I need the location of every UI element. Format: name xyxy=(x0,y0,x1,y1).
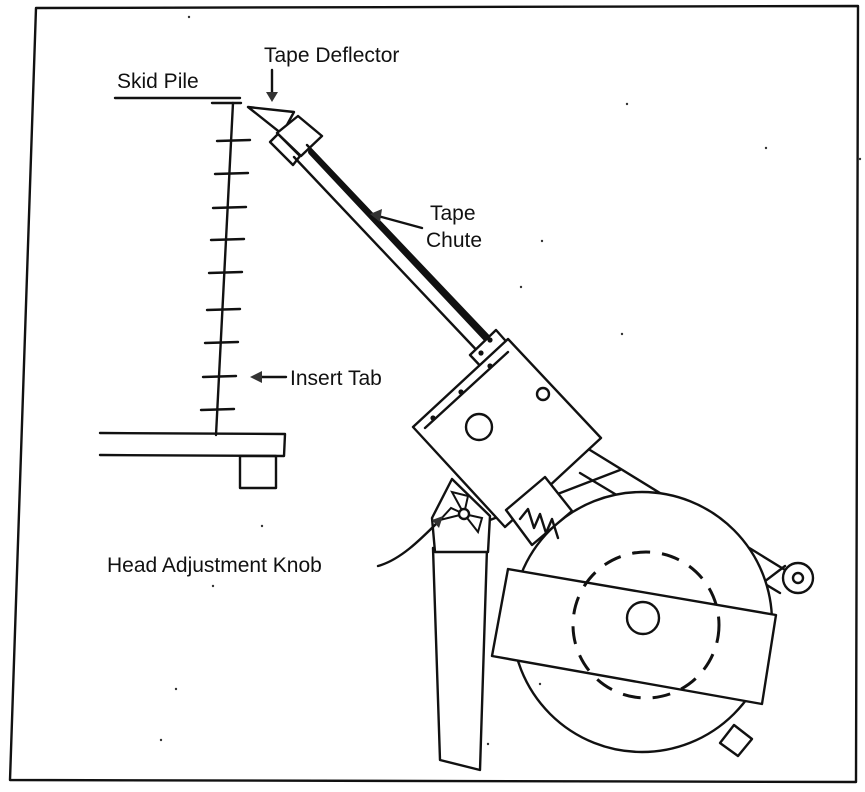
diagram-frame xyxy=(8,4,860,784)
skid-pile-label: Skid Pile xyxy=(117,70,199,93)
head-adjustment-knob-label: Head Adjustment Knob xyxy=(107,554,322,577)
tape-chute xyxy=(292,143,514,374)
insert-tab-label: Insert Tab xyxy=(290,367,382,390)
head-assembly xyxy=(411,337,603,547)
tape-reel xyxy=(490,490,778,758)
tape-deflector xyxy=(246,105,324,167)
tape-deflector-label: Tape Deflector xyxy=(264,44,399,67)
scan-specks xyxy=(159,15,862,746)
head-adjustment-knob-arrow xyxy=(376,520,440,568)
head-adjustment-knob xyxy=(430,477,492,772)
tape-chute-arrow xyxy=(376,214,424,230)
skid-pile xyxy=(98,96,287,490)
insert-tabs xyxy=(199,138,252,412)
tape-chute-label-line2: Chute xyxy=(426,229,482,252)
tape-chute-label-line1: Tape xyxy=(430,202,476,225)
